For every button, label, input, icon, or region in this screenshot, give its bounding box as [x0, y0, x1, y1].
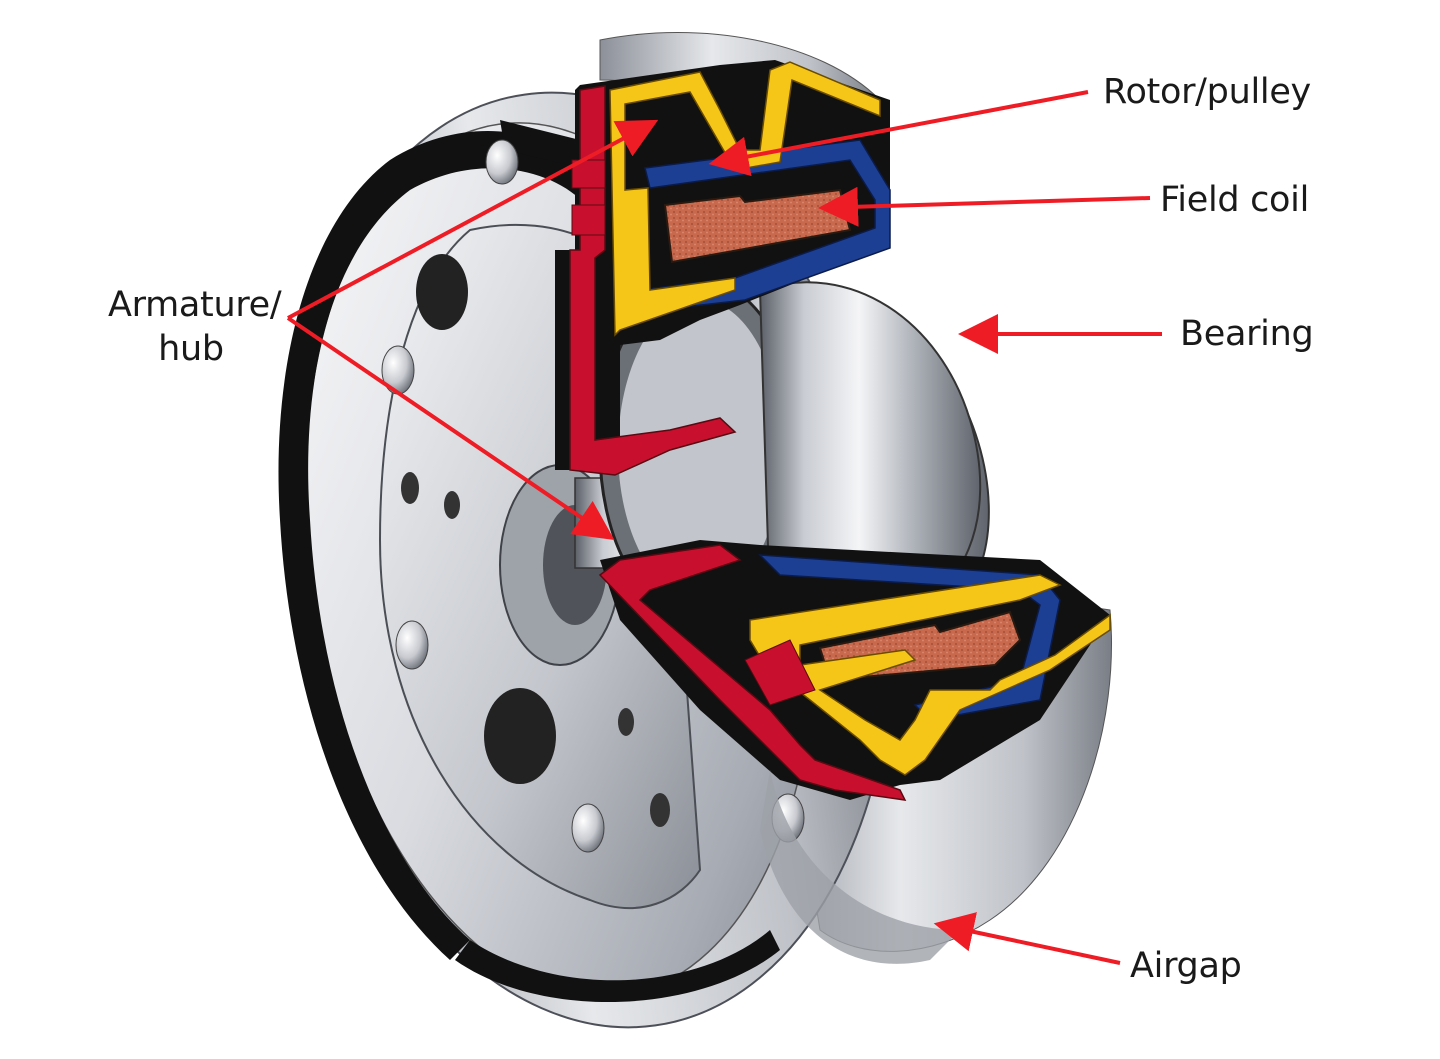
arrow-armature-lower [286, 316, 615, 540]
cutaway-bottom [598, 540, 1111, 801]
slot-hole-top [416, 254, 468, 330]
arrow-armature-upper [287, 119, 659, 320]
label-armature-line2: hub [158, 329, 224, 369]
armature-section-top [569, 85, 737, 476]
disc-rim-shadow [760, 770, 960, 964]
arrow-field-coil [818, 186, 1151, 227]
label-bearing: Bearing [1180, 314, 1314, 354]
label-field-coil: Field coil [1160, 180, 1310, 220]
label-rotor-pulley: Rotor/pulley [1103, 72, 1311, 112]
slot-hole-bottom [484, 688, 556, 784]
arrow-rotor-pulley [708, 90, 1089, 177]
cutaway-top [555, 60, 891, 476]
field-housing-bottom [758, 554, 1061, 721]
label-armature-line1: Armature/ [108, 285, 282, 325]
rotor-section-bottom [749, 574, 1111, 776]
label-airgap: Airgap [1130, 946, 1242, 986]
label-armature-hub: Armature/ hub [108, 283, 282, 371]
bearing [598, 278, 990, 622]
callout-arrows [286, 90, 1162, 965]
armature-section-bottom [598, 544, 907, 801]
arrow-airgap [933, 912, 1121, 965]
